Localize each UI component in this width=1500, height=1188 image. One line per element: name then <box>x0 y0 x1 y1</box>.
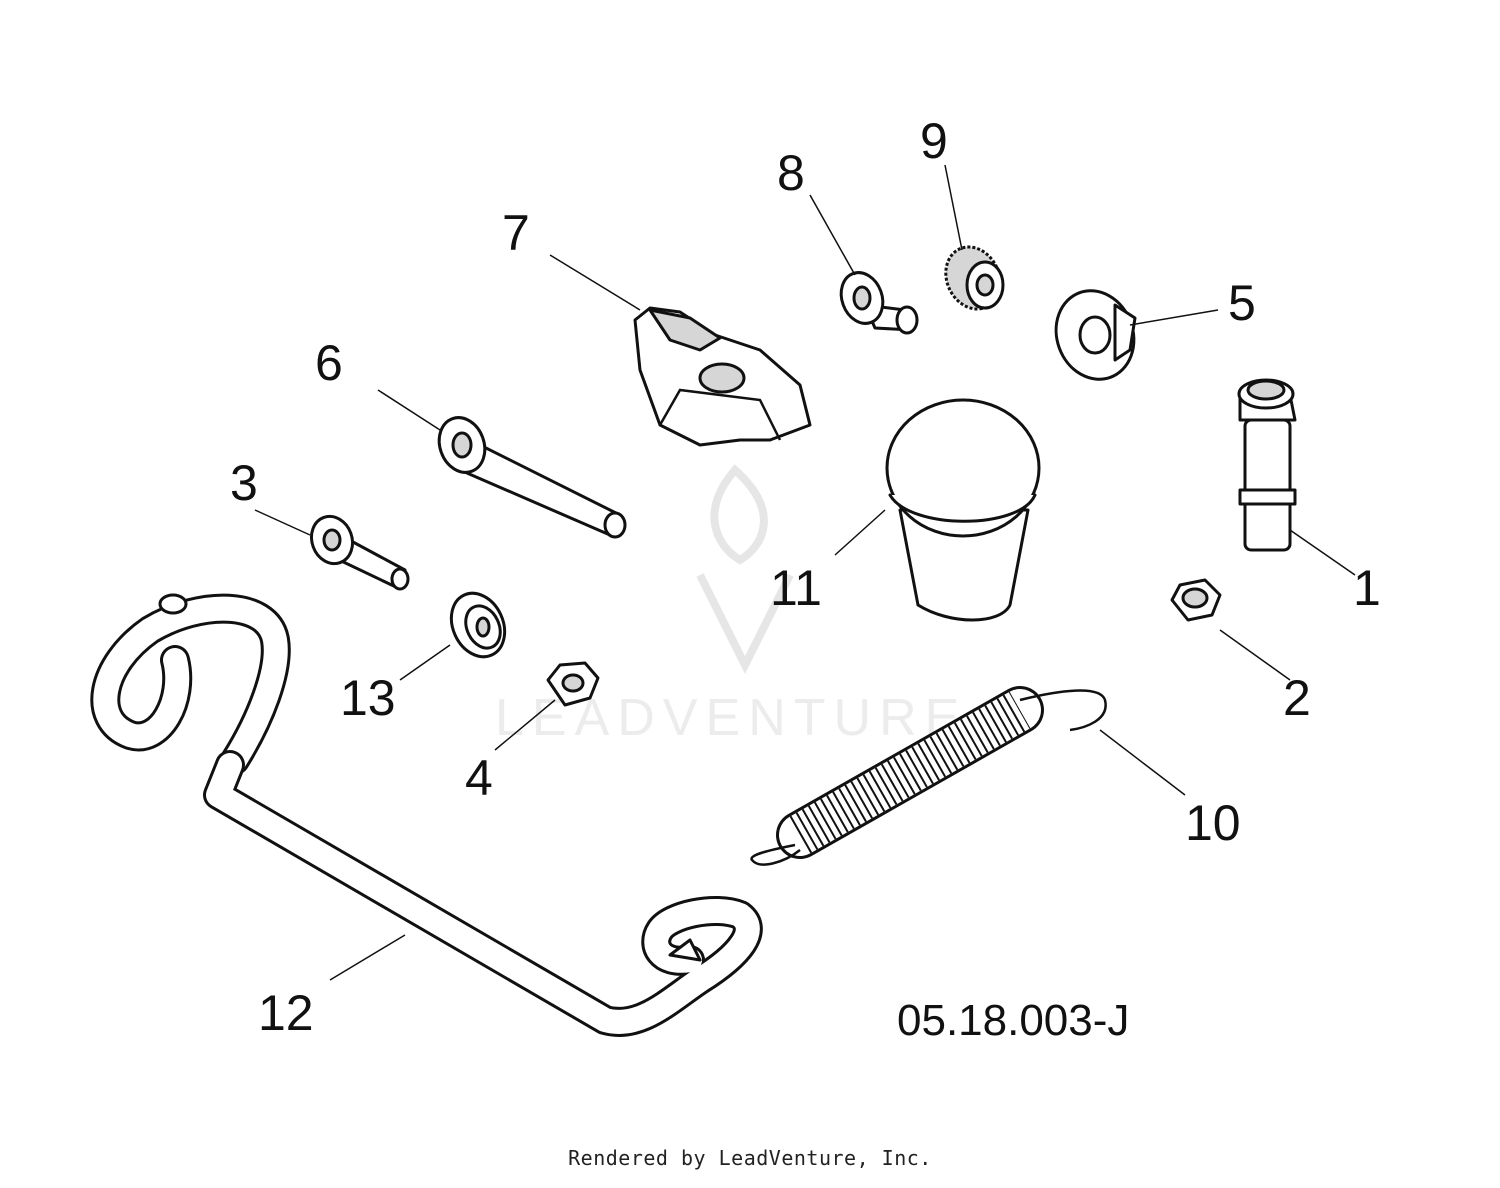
part-10-spring <box>750 686 1107 866</box>
callout-labels: 1 2 3 4 5 6 7 8 9 10 11 12 13 <box>230 113 1381 1041</box>
part-1-bolt <box>1237 378 1297 552</box>
leader-lines <box>254 164 1356 981</box>
part-2-nut <box>1170 578 1222 622</box>
callout-12: 12 <box>258 985 314 1041</box>
callout-2: 2 <box>1283 670 1311 726</box>
callout-7: 7 <box>502 205 530 261</box>
part-12-rod <box>90 593 763 1037</box>
part-9-flange-nut <box>944 245 1005 311</box>
callout-8: 8 <box>777 145 805 201</box>
part-6-long-pin <box>437 416 627 539</box>
render-credit: Rendered by LeadVenture, Inc. <box>568 1146 932 1170</box>
callout-13: 13 <box>340 670 396 726</box>
callout-5: 5 <box>1228 275 1256 331</box>
callout-9: 9 <box>920 113 948 169</box>
part-5-washer <box>1054 289 1137 381</box>
callout-11: 11 <box>770 560 822 616</box>
callout-4: 4 <box>465 750 493 806</box>
callout-3: 3 <box>230 455 258 511</box>
callout-6: 6 <box>315 335 343 391</box>
callout-10: 10 <box>1185 795 1241 851</box>
part-8-shoulder-pin <box>839 271 919 335</box>
part-7-bracket <box>633 306 812 447</box>
diagram-reference-code: 05.18.003-J <box>897 996 1129 1045</box>
part-4-lock-nut <box>546 661 600 707</box>
part-13-bushing <box>449 591 507 659</box>
callout-1: 1 <box>1353 560 1381 616</box>
part-3-short-pin <box>309 514 410 591</box>
part-11-knob <box>885 398 1041 622</box>
